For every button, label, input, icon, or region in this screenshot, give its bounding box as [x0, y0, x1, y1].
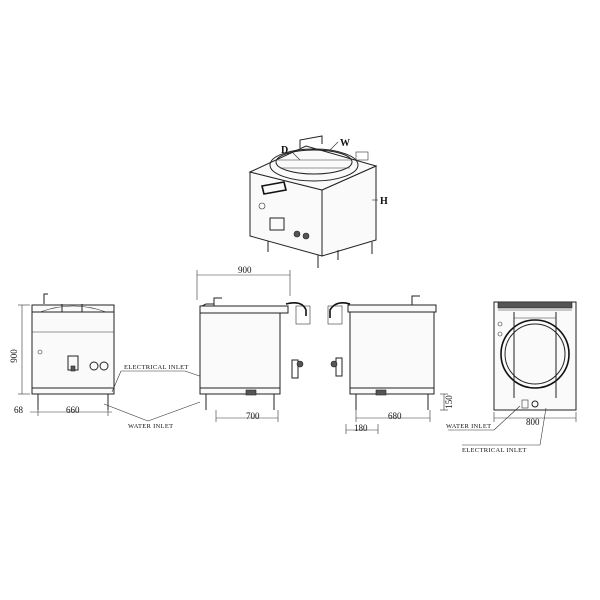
side-left-bottom-dim: 700	[246, 411, 260, 421]
front-view: 900 68 660	[9, 293, 115, 416]
side-view-right: 680 180 150	[327, 295, 454, 434]
depth-label: D	[281, 145, 288, 156]
side-right-foot-dim: 150	[444, 395, 454, 409]
front-depth-dim: 660	[66, 405, 80, 415]
water-inlet-label: WATER INLET	[128, 423, 173, 430]
front-foot-dim: 68	[14, 405, 24, 415]
electrical-inlet-label: ELECTRICAL INLET	[124, 364, 189, 371]
front-height-dim: 900	[9, 349, 19, 363]
side-left-top-dim: 900	[238, 265, 252, 275]
side-right-offset-dim: 180	[354, 423, 368, 433]
electrical-inlet-label-right: ELECTRICAL INLET	[462, 447, 527, 454]
height-label: H	[380, 196, 388, 207]
side-right-bottom-dim: 680	[388, 411, 402, 421]
isometric-view: D W H	[248, 135, 388, 268]
top-width-dim: 800	[526, 417, 540, 427]
width-label: W	[340, 138, 350, 149]
water-inlet-label-right: WATER INLET	[446, 423, 491, 430]
side-view-left: 900 700	[196, 265, 311, 422]
top-view: 800 WATER INLET ELECTRICAL INLET	[446, 301, 577, 454]
